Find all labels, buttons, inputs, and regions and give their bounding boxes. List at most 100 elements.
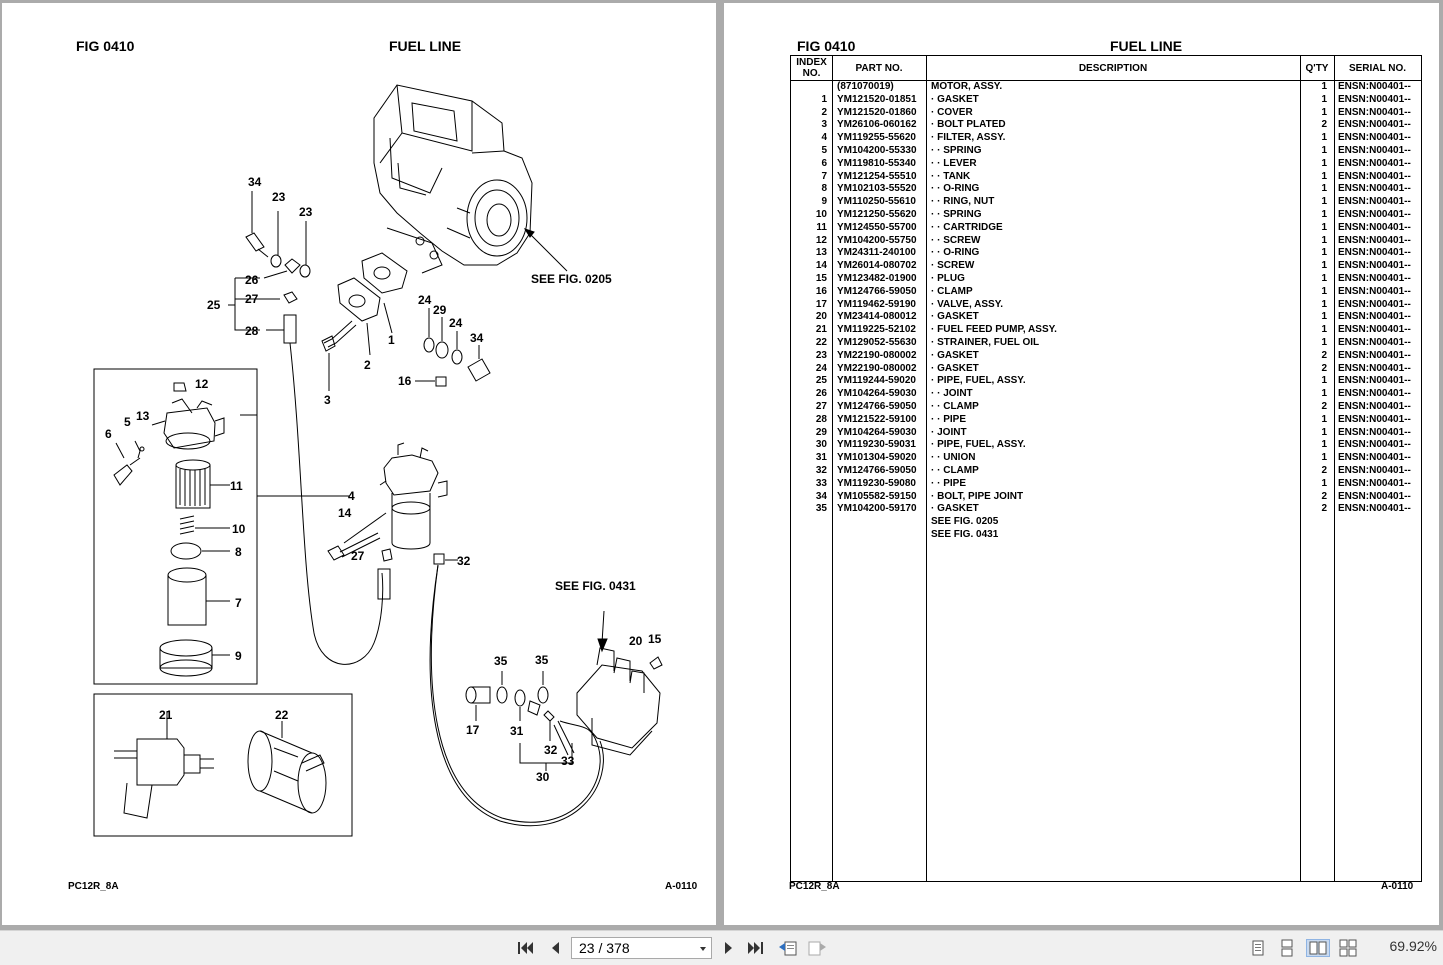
part-number-cell: YM121522-59100 <box>837 413 917 425</box>
serial-number-cell: ENSN:N00401-- <box>1338 119 1411 131</box>
quantity-cell: 1 <box>1321 388 1327 400</box>
quantity-cell: 1 <box>1321 439 1327 451</box>
index-cell: 28 <box>815 413 827 425</box>
callout-15: 15 <box>648 632 662 646</box>
part-number-cell: YM101304-59020 <box>837 452 917 464</box>
part-number-cell: YM119255-55620 <box>837 132 916 144</box>
callout-10: 10 <box>232 522 246 536</box>
quantity-cell: 2 <box>1321 503 1327 515</box>
callout-16: 16 <box>398 374 412 388</box>
index-cell: 7 <box>821 170 827 182</box>
index-cell: 33 <box>815 477 827 489</box>
previous-view-icon[interactable] <box>778 939 798 957</box>
parts-table: INDEX NO. PART NO. DESCRIPTION Q'TY SERI… <box>790 55 1422 882</box>
callout-13: 13 <box>136 409 150 423</box>
page-number-select[interactable]: 23 / 378 <box>571 937 712 959</box>
index-cell: 29 <box>815 426 827 438</box>
part-number-cell: YM124766-59050 <box>837 285 917 297</box>
continuous-icon[interactable] <box>1277 939 1297 957</box>
callout-30: 30 <box>536 770 550 784</box>
quantity-cell: 1 <box>1321 183 1327 195</box>
callout-6: 6 <box>105 427 112 441</box>
description-cell: · · CLAMP <box>931 464 979 476</box>
description-cell: SEE FIG. 0431 <box>931 528 999 540</box>
part-number-cell: YM102103-55520 <box>837 183 917 195</box>
callout-5: 5 <box>124 415 131 429</box>
part-number-cell: YM119244-59020 <box>837 375 916 387</box>
callout-21: 21 <box>159 708 173 722</box>
part-number-cell: YM105582-59150 <box>837 490 917 502</box>
quantity-cell: 1 <box>1321 170 1327 182</box>
part-number-cell: YM104264-59030 <box>837 426 917 438</box>
serial-number-cell: ENSN:N00401-- <box>1338 196 1411 208</box>
serial-number-cell: ENSN:N00401-- <box>1338 400 1411 412</box>
page-title: FUEL LINE <box>1110 38 1183 54</box>
quantity-cell: 1 <box>1321 477 1327 489</box>
previous-page-icon[interactable] <box>545 939 565 957</box>
description-cell: · · PIPE <box>931 477 967 489</box>
single-page-icon[interactable] <box>1248 939 1268 957</box>
index-cell: 25 <box>815 375 827 387</box>
document-viewport[interactable]: FIG 0410 FUEL LINE <box>0 0 1443 930</box>
serial-number-cell: ENSN:N00401-- <box>1338 93 1411 105</box>
callout-17: 17 <box>466 723 480 737</box>
chevron-down-icon <box>700 947 706 951</box>
part-number-cell: YM124550-55700 <box>837 221 917 233</box>
last-page-icon[interactable] <box>746 939 766 957</box>
part-number-cell: YM119462-59190 <box>837 298 916 310</box>
part-number-cell: YM124766-59050 <box>837 464 917 476</box>
index-cell: 15 <box>815 272 827 284</box>
index-cell: 32 <box>815 464 827 476</box>
callout-9: 9 <box>235 649 242 663</box>
serial-number-cell: ENSN:N00401-- <box>1338 183 1411 195</box>
description-cell: · · LEVER <box>931 157 977 169</box>
quantity-cell: 1 <box>1321 260 1327 272</box>
zoom-level[interactable]: 69.92% <box>1389 938 1437 954</box>
callout-29: 29 <box>433 303 447 317</box>
next-view-icon[interactable] <box>807 939 827 957</box>
callout-8: 8 <box>235 545 242 559</box>
index-cell: 3 <box>821 119 827 131</box>
description-cell: · · SPRING <box>931 144 982 156</box>
description-cell: · GASKET <box>931 503 979 515</box>
index-cell: 10 <box>815 208 827 220</box>
description-cell: · CLAMP <box>931 285 973 297</box>
callout-32b: 32 <box>544 743 558 757</box>
serial-number-cell: ENSN:N00401-- <box>1338 426 1411 438</box>
index-cell: 9 <box>821 196 827 208</box>
footer-model: PC12R_8A <box>68 881 119 892</box>
two-page-icon[interactable] <box>1306 939 1330 957</box>
callout-34a: 34 <box>248 175 262 189</box>
next-page-icon[interactable] <box>718 939 738 957</box>
two-page-continuous-icon[interactable] <box>1338 939 1358 957</box>
first-page-icon[interactable] <box>515 939 535 957</box>
part-number-cell: YM121520-01860 <box>837 106 917 118</box>
quantity-cell: 1 <box>1321 221 1327 233</box>
callout-4: 4 <box>348 489 355 503</box>
description-cell: MOTOR, ASSY. <box>931 81 1003 92</box>
serial-number-cell: ENSN:N00401-- <box>1338 375 1411 387</box>
callout-35b: 35 <box>535 653 549 667</box>
serial-number-cell: ENSN:N00401-- <box>1338 439 1411 451</box>
description-cell: · GASKET <box>931 93 979 105</box>
description-cell: · VALVE, ASSY. <box>931 298 1004 310</box>
description-cell: · PIPE, FUEL, ASSY. <box>931 375 1026 387</box>
quantity-cell: 1 <box>1321 324 1327 336</box>
part-number-cell: YM119810-55340 <box>837 157 916 169</box>
part-number-cell: YM23414-080012 <box>837 311 917 323</box>
table-row: SEE FIG. 0205 <box>791 516 1421 529</box>
quantity-cell: 1 <box>1321 93 1327 105</box>
serial-number-cell: ENSN:N00401-- <box>1338 81 1411 92</box>
index-cell: 27 <box>815 400 827 412</box>
page-indicator: 23 / 378 <box>579 940 630 956</box>
description-cell: SEE FIG. 0205 <box>931 516 999 528</box>
